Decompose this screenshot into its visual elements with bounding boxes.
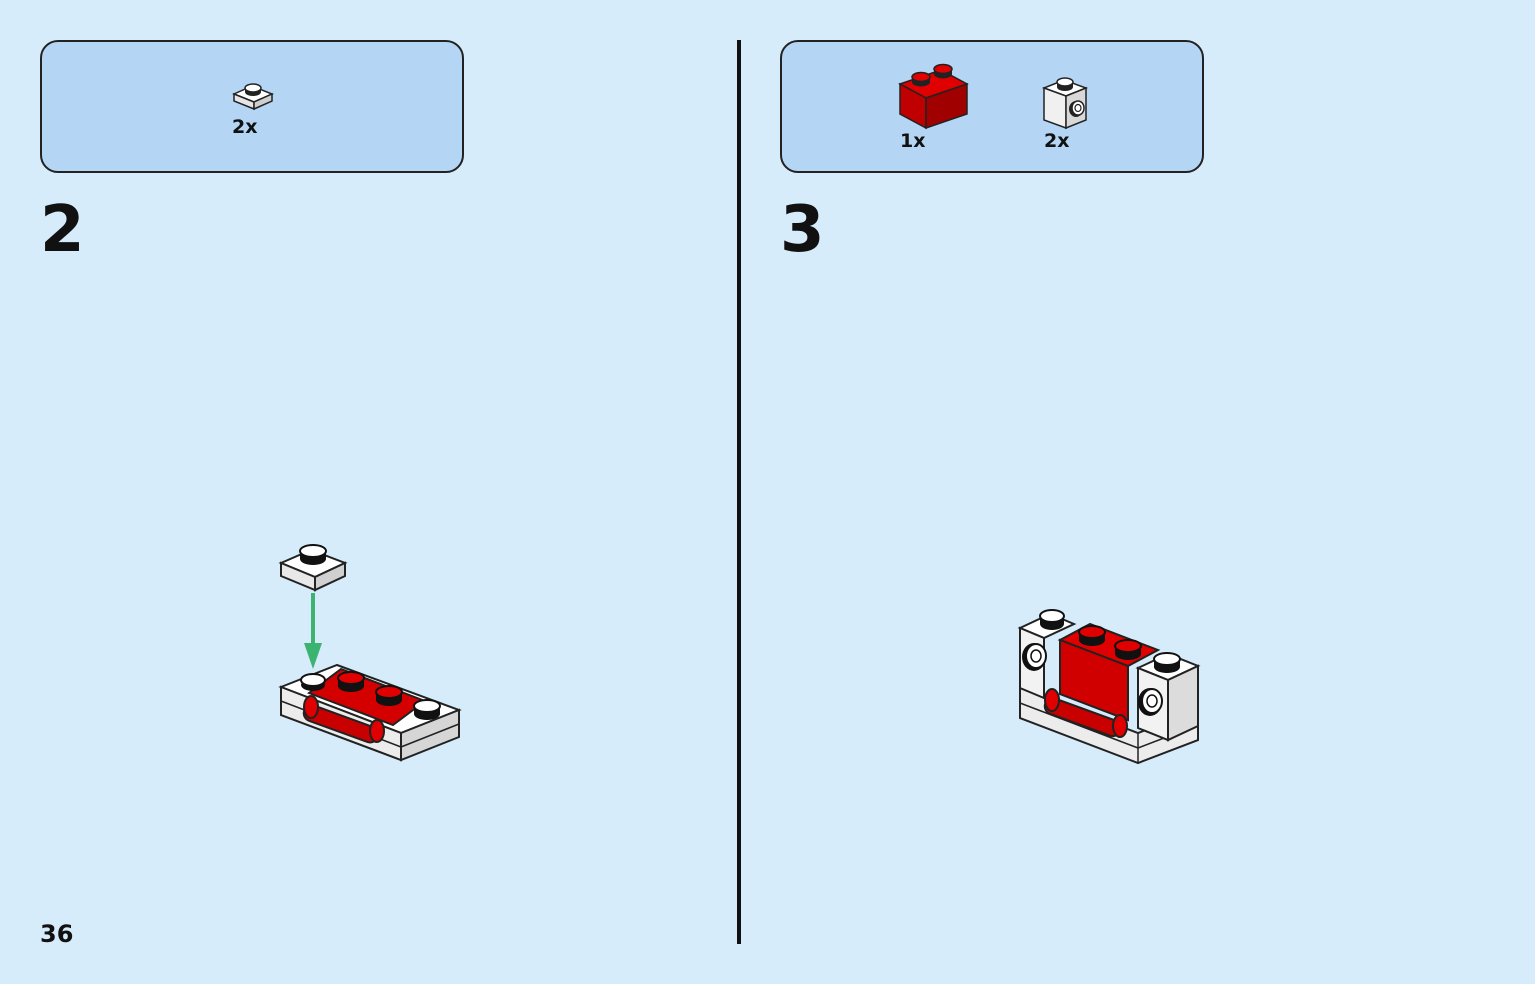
red-1x2-brick-icon: [898, 63, 969, 130]
base-assembly: [278, 663, 462, 762]
page-number: 36: [40, 920, 74, 948]
white-1x1-brick-with-side-stud-icon: [1041, 77, 1089, 130]
white-plate-piece: [278, 544, 348, 592]
step-2-build-illustration: [278, 544, 462, 762]
step-number: 2: [40, 193, 85, 267]
page-divider: [737, 40, 741, 944]
part-quantity: 2x: [1044, 130, 1070, 152]
part-quantity: 2x: [232, 116, 258, 138]
step-number: 3: [780, 193, 825, 267]
parts-callout-step-3: 1x 2x: [780, 40, 1204, 173]
placement-arrow: [304, 593, 322, 669]
white-1x1-plate-icon: [232, 83, 274, 111]
step-3-build-illustration: [1017, 609, 1201, 765]
part-quantity: 1x: [900, 130, 926, 152]
parts-callout-step-2: 2x: [40, 40, 464, 173]
